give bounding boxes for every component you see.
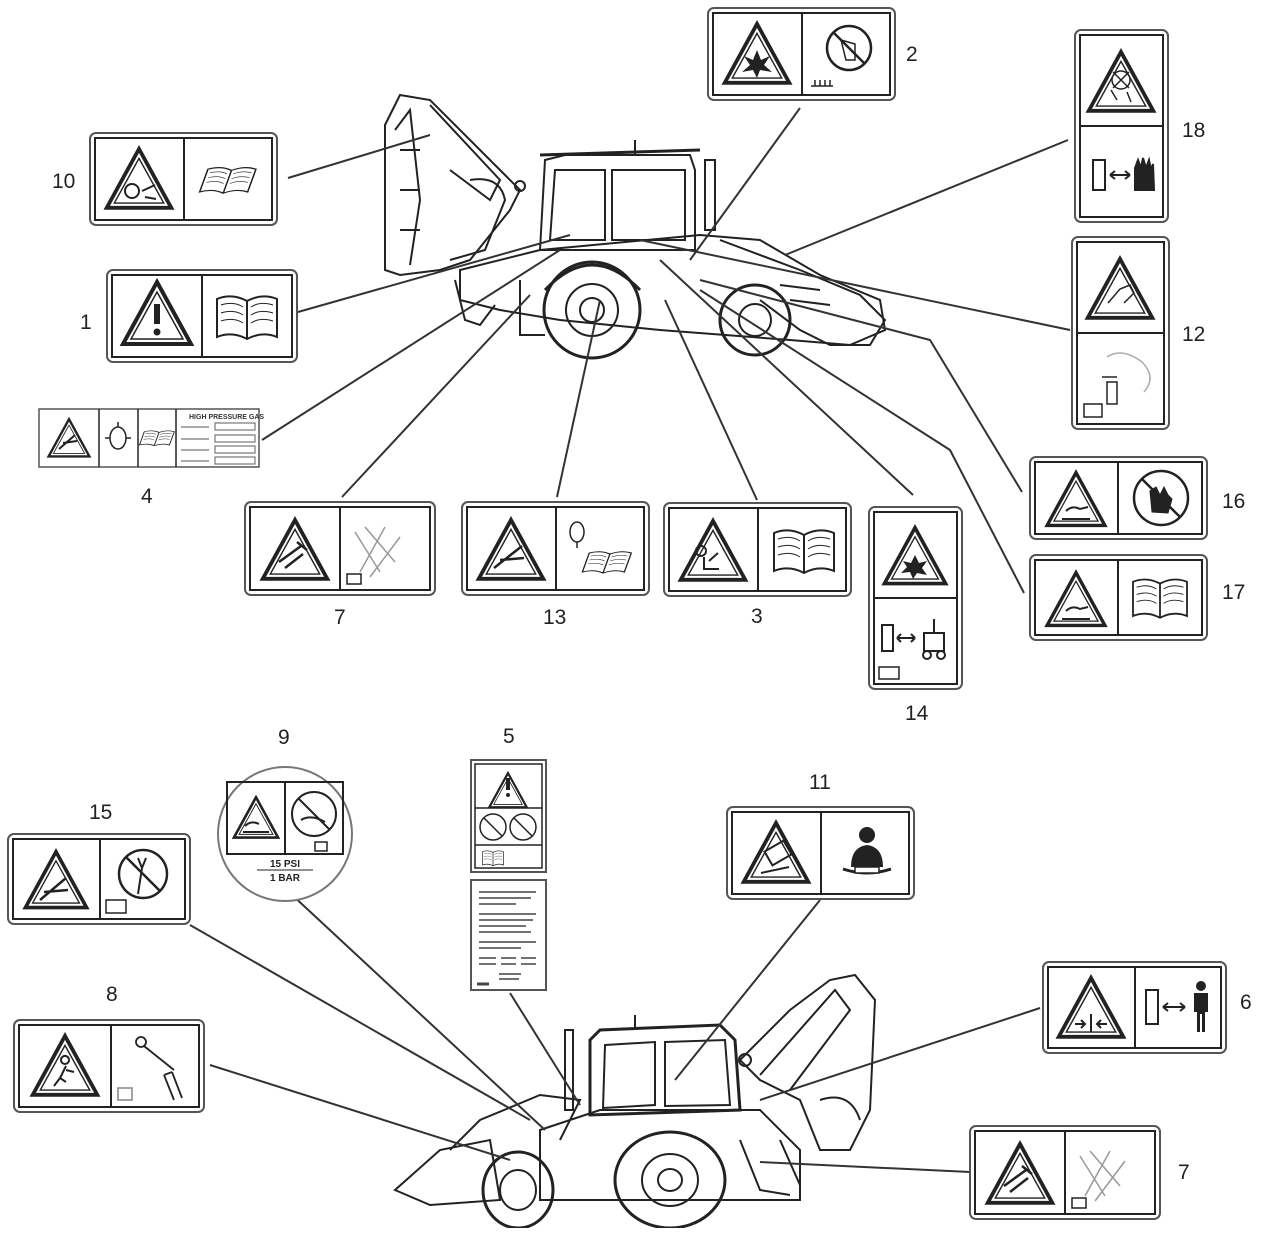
callout-7-top: 7 <box>334 606 346 629</box>
no-fire-icon <box>825 24 873 72</box>
decal-18 <box>1074 29 1169 223</box>
no-wash-icon <box>479 813 537 841</box>
hot-surface-icon <box>1062 606 1090 620</box>
pressure-jet-icon <box>493 545 525 569</box>
decal-10 <box>89 132 278 226</box>
protective-gloves-icon <box>1102 352 1151 405</box>
decal-1 <box>106 269 298 363</box>
decal-16 <box>1029 456 1208 540</box>
hydraulic-line-icon <box>346 526 401 585</box>
callout-5: 5 <box>503 725 515 748</box>
plate-text-lines <box>477 891 536 986</box>
leader-lines <box>189 107 1071 1173</box>
operator-icon <box>695 544 719 570</box>
accumulator-icon <box>105 422 131 450</box>
loader-arm-icon <box>117 1036 183 1101</box>
crush-icon <box>278 541 308 569</box>
keep-distance-icon <box>1145 989 1186 1025</box>
explosion-icon <box>901 555 927 579</box>
hydraulic-line-icon <box>1071 1150 1126 1209</box>
no-wrench-icon <box>117 848 169 900</box>
decal-9: 15 PSI 1 BAR <box>217 766 353 902</box>
manual-icon <box>878 666 900 680</box>
callout-3: 3 <box>751 605 763 628</box>
manual-icon <box>1083 403 1103 418</box>
hot-fluid-icon <box>243 821 269 833</box>
decal-5-plate <box>470 879 547 991</box>
callout-2: 2 <box>906 43 918 66</box>
callout-6: 6 <box>1240 991 1252 1014</box>
keep-distance-icon <box>881 619 946 660</box>
backhoe-side-view <box>384 93 887 360</box>
callout-12: 12 <box>1182 323 1206 346</box>
callout-11: 11 <box>809 771 831 794</box>
rollover-icon <box>760 839 793 874</box>
decal-8 <box>13 1019 205 1113</box>
callout-14: 14 <box>905 702 929 725</box>
decal-9-pressure-bar: 1 BAR <box>270 873 301 884</box>
manual-icon <box>811 80 833 87</box>
pressure-jet-icon <box>39 877 69 901</box>
hot-surface-icon <box>1062 506 1090 520</box>
callout-16: 16 <box>1222 490 1246 513</box>
callout-4: 4 <box>141 485 153 508</box>
manual-icon <box>314 841 328 852</box>
callout-9: 9 <box>278 726 290 749</box>
decal-4-text-lines <box>181 422 256 465</box>
decal-15 <box>7 833 191 925</box>
callout-7-bottom: 7 <box>1178 1161 1190 1184</box>
seatbelt-icon <box>842 827 892 875</box>
decal-11 <box>726 806 915 900</box>
callout-18: 18 <box>1182 119 1206 142</box>
decal-12 <box>1071 236 1170 430</box>
accumulator-icon <box>569 521 585 548</box>
manual-icon <box>105 899 127 914</box>
explosion-icon <box>742 50 772 78</box>
backhoe-rear-view <box>393 973 877 1230</box>
callout-13: 13 <box>543 606 567 629</box>
callout-15: 15 <box>89 801 113 824</box>
decal-6 <box>1042 961 1227 1054</box>
exclamation-icon <box>153 304 161 336</box>
gear-entanglement-icon <box>124 183 157 200</box>
callout-8: 8 <box>106 983 118 1006</box>
callout-17: 17 <box>1222 581 1246 604</box>
callout-1: 1 <box>80 311 92 334</box>
crush-between-icon <box>1075 1014 1107 1032</box>
decal-14 <box>868 506 963 690</box>
decal-4: HIGH PRESSURE GAS <box>38 408 264 468</box>
callout-10: 10 <box>52 170 76 193</box>
decal-3 <box>663 502 852 597</box>
decal-2 <box>707 7 896 101</box>
decal-4-heading: HIGH PRESSURE GAS <box>189 414 264 421</box>
person-icon <box>1194 981 1208 1032</box>
burn-hand-icon <box>1107 284 1135 304</box>
falling-person-icon <box>53 1054 75 1087</box>
keep-distance-icon <box>1092 156 1156 191</box>
decal-17 <box>1029 554 1208 641</box>
decal-9-pressure-psi: 15 PSI <box>270 859 300 870</box>
crush-icon <box>1003 1165 1033 1193</box>
decal-5 <box>470 759 547 873</box>
decal-7-bottom <box>969 1125 1161 1220</box>
no-touch-icon <box>1132 469 1190 527</box>
fan-blade-icon <box>1110 70 1132 103</box>
decal-13 <box>461 501 650 596</box>
pressure-jet-icon <box>58 434 78 450</box>
decal-7-top <box>244 501 436 596</box>
no-open-cap-icon <box>291 791 337 837</box>
